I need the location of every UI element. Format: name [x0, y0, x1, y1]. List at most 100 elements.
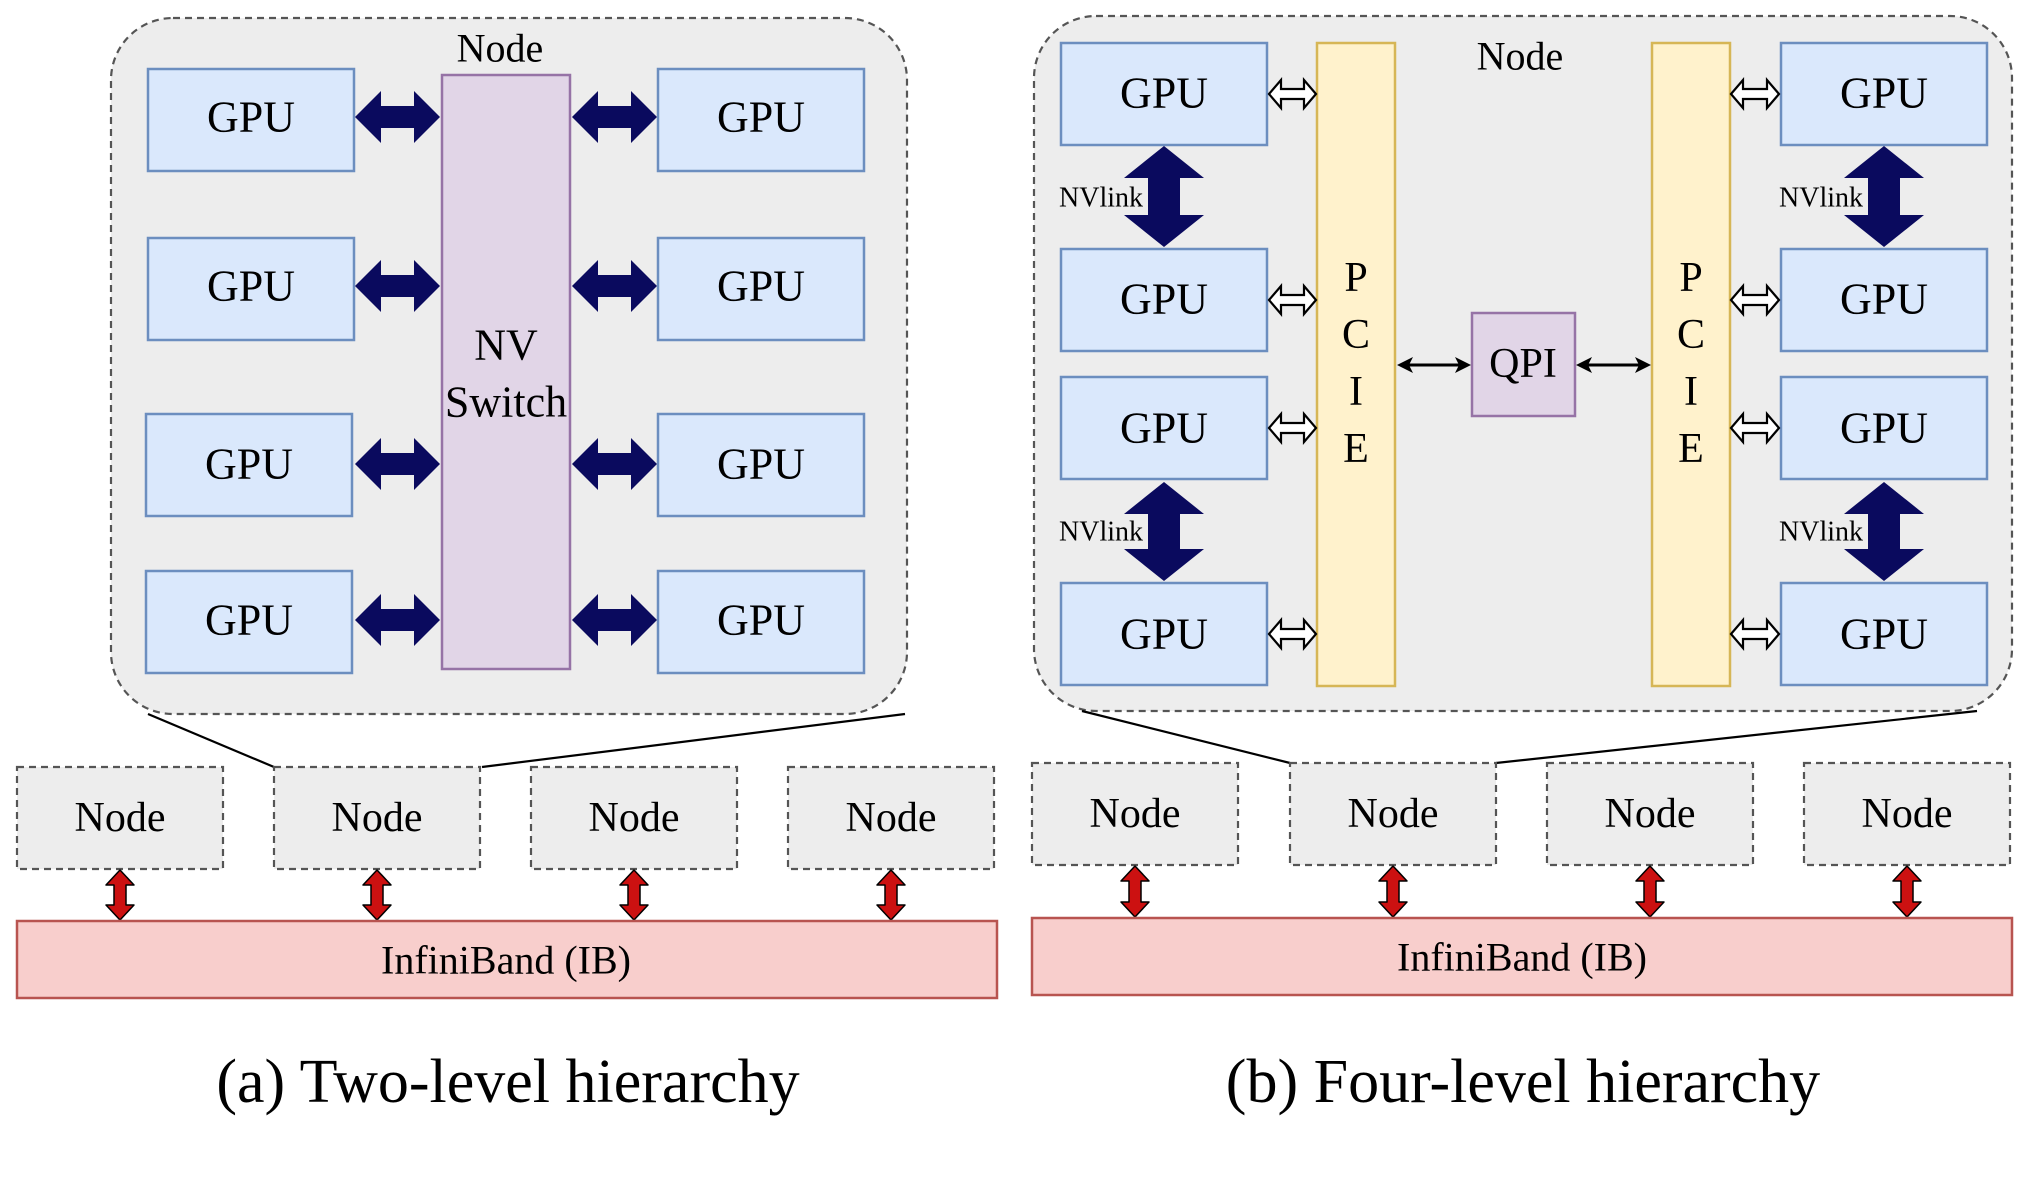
infiniband-label: InfiniBand (IB)	[1397, 935, 1647, 980]
nvswitch-box	[440, 73, 572, 671]
node-box	[1030, 761, 1240, 867]
pcie-letter: P	[1344, 255, 1367, 301]
gpu-label: GPU	[205, 596, 293, 645]
nvlink-arrow	[1844, 482, 1924, 581]
nvlink-arrow	[355, 594, 440, 646]
pcie-letter: E	[1678, 426, 1704, 472]
ib-link-arrow	[1635, 865, 1665, 918]
nvlink-arrow	[572, 91, 657, 143]
gpu-box	[144, 569, 354, 675]
ib-link-arrow	[362, 869, 392, 921]
gpu-box	[656, 236, 866, 342]
pcie-bar-right	[1650, 41, 1732, 688]
gpu-label: GPU	[717, 93, 805, 142]
gpu-box	[1059, 375, 1269, 481]
node-box	[1802, 761, 2012, 867]
gpu-label: GPU	[207, 262, 295, 311]
nvlink-label: NVlink	[1059, 517, 1143, 548]
gpu-label: GPU	[205, 440, 293, 489]
zoom-line	[481, 712, 906, 769]
pcie-link-arrow	[1267, 77, 1318, 111]
gpu-label: GPU	[717, 440, 805, 489]
pcie-link-arrow	[1729, 77, 1781, 111]
pcie-letter: P	[1679, 255, 1702, 301]
nvswitch-label: NV	[474, 321, 538, 370]
nvlink-label: NVlink	[1779, 183, 1863, 214]
node-label: Node	[1862, 791, 1953, 837]
node-label: Node	[75, 795, 166, 841]
nvlink-arrow	[572, 594, 657, 646]
pcie-link-arrow	[1729, 283, 1781, 317]
gpu-box	[656, 569, 866, 675]
gpu-box	[1779, 581, 1989, 687]
nvlink-arrow	[572, 260, 657, 312]
node-box	[786, 765, 996, 871]
zoom-line	[1495, 709, 1978, 765]
pcie-link-arrow	[1729, 411, 1781, 445]
node-title: Node	[1477, 34, 1564, 79]
gpu-box	[144, 412, 354, 518]
nvlink-arrow	[1844, 146, 1924, 247]
infiniband-label: InfiniBand (IB)	[381, 938, 631, 983]
gpu-label: GPU	[1840, 610, 1928, 659]
node-label: Node	[1605, 791, 1696, 837]
pcie-letter: C	[1677, 312, 1705, 358]
node-title: Node	[457, 26, 544, 71]
gpu-label: GPU	[717, 596, 805, 645]
node-box	[1288, 761, 1498, 867]
gpu-box	[1059, 41, 1269, 147]
node-box	[1545, 761, 1755, 867]
node-box	[272, 765, 482, 871]
gpu-label: GPU	[1120, 610, 1208, 659]
gpu-box	[1779, 41, 1989, 147]
nvlink-arrow	[572, 438, 657, 490]
pcie-link-arrow	[1267, 411, 1318, 445]
pcie-link-arrow	[1729, 617, 1781, 651]
gpu-box	[146, 236, 356, 342]
gpu-box	[656, 67, 866, 173]
nvswitch-label: Switch	[445, 378, 567, 427]
ib-link-arrow	[1120, 865, 1150, 918]
nvlink-arrow	[1124, 482, 1204, 581]
ib-link-arrow	[1378, 865, 1408, 918]
pcie-bar-left	[1315, 41, 1397, 688]
pcie-link-arrow	[1267, 617, 1318, 651]
ib-link-arrow	[876, 869, 906, 921]
gpu-box	[1779, 247, 1989, 353]
qpi-box	[1470, 311, 1577, 418]
gpu-label: GPU	[207, 93, 295, 142]
zoom-line	[147, 712, 275, 769]
node-box	[15, 765, 225, 871]
node-label: Node	[846, 795, 937, 841]
gpu-label: GPU	[1840, 275, 1928, 324]
pcie-link-arrow	[1267, 283, 1318, 317]
gpu-box	[1779, 375, 1989, 481]
gpu-label: GPU	[1120, 69, 1208, 118]
gpu-label: GPU	[1840, 404, 1928, 453]
gpu-label: GPU	[1120, 404, 1208, 453]
gpu-label: GPU	[1120, 275, 1208, 324]
qpi-label: QPI	[1489, 341, 1557, 387]
zoom-line	[1081, 709, 1291, 765]
ib-link-arrow	[1892, 865, 1922, 918]
pcie-letter: E	[1343, 426, 1369, 472]
nvlink-arrow	[355, 260, 440, 312]
node-label: Node	[1090, 791, 1181, 837]
caption-b: (b) Four-level hierarchy	[1226, 1048, 1820, 1116]
infiniband-bar	[15, 919, 999, 1000]
nvlink-label: NVlink	[1779, 517, 1863, 548]
pcie-letter: I	[1684, 369, 1698, 415]
node-box	[529, 765, 739, 871]
node-label: Node	[332, 795, 423, 841]
ib-link-arrow	[619, 869, 649, 921]
gpu-box	[1059, 581, 1269, 687]
gpu-label: GPU	[1840, 69, 1928, 118]
qpi-link-arrow	[1576, 357, 1651, 373]
ib-link-arrow	[105, 869, 135, 921]
infiniband-bar	[1030, 916, 2014, 997]
qpi-link-arrow	[1397, 357, 1471, 373]
gpu-box	[146, 67, 356, 173]
pcie-letter: C	[1342, 312, 1370, 358]
gpu-box	[656, 412, 866, 518]
